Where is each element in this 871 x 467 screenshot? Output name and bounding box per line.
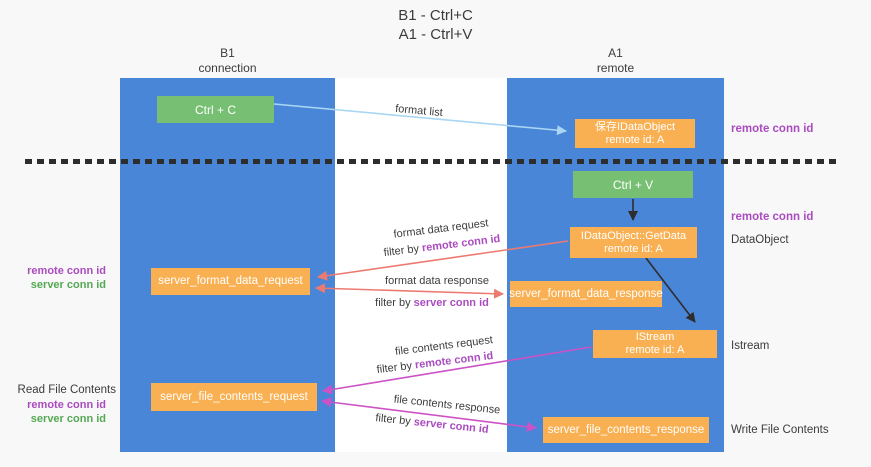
node-server-format-data-request-label: server_format_data_request	[158, 275, 303, 287]
node-istream-line1: IStream	[635, 331, 675, 343]
label-left-server-conn-id-1: server conn id	[30, 279, 106, 291]
lane-a1-role: remote	[596, 61, 635, 75]
lane-header-b1: B1 connection	[120, 46, 335, 76]
lane-b1-name: B1	[220, 46, 235, 60]
diagram-title: B1 - Ctrl+C A1 - Ctrl+V	[0, 6, 871, 44]
node-server-format-data-request: server_format_data_request	[151, 268, 310, 295]
label-block-conn-ids-1: remote conn id server conn id	[10, 264, 106, 292]
node-istream: IStream remote id: A	[593, 330, 717, 358]
node-server-file-contents-request-label: server_file_contents_request	[160, 390, 308, 403]
node-ctrl-c-label: Ctrl + C	[194, 102, 236, 117]
label-block-conn-ids-2: remote conn id server conn id	[10, 398, 106, 426]
lane-a1-name: A1	[608, 46, 623, 60]
label-read-file-contents: Read File Contents	[17, 384, 116, 396]
label-remote-conn-id-top: remote conn id	[731, 123, 814, 135]
arrow-label-filter-server-1: filter by server conn id	[375, 297, 489, 309]
label-write-file-contents: Write File Contents	[731, 424, 829, 436]
node-save-idataobject: 保存IDataObject remote id: A	[575, 119, 695, 148]
node-save-idataobject-line2: remote id: A	[605, 133, 665, 146]
node-idataobject-getdata: IDataObject::GetData remote id: A	[570, 227, 697, 258]
dashed-session-divider	[25, 159, 839, 164]
label-left-remote-conn-id-1: remote conn id	[27, 265, 106, 277]
label-remote-conn-id-mid: remote conn id	[731, 211, 814, 223]
node-ctrl-v-label: Ctrl + V	[612, 177, 654, 192]
node-ctrl-c: Ctrl + C	[157, 96, 274, 123]
arrow-label-format-data-response: format data response	[385, 275, 489, 287]
filter-by-text-2: filter by	[375, 297, 414, 309]
node-ctrl-v: Ctrl + V	[573, 171, 693, 198]
filter-server-conn-id-1: server conn id	[413, 297, 489, 309]
node-save-idataobject-line1: 保存IDataObject	[594, 120, 676, 133]
node-server-format-data-response: server_format_data_response	[509, 281, 663, 307]
lane-b1-role: connection	[198, 61, 257, 75]
title-line-1: B1 - Ctrl+C	[398, 7, 473, 24]
label-dataobject: DataObject	[731, 234, 789, 246]
node-getdata-line1: IDataObject::GetData	[580, 229, 687, 242]
node-getdata-line2: remote id: A	[604, 242, 663, 255]
node-server-file-contents-request: server_file_contents_request	[151, 383, 317, 411]
node-istream-line2: remote id: A	[625, 344, 685, 356]
label-left-remote-conn-id-2: remote conn id	[27, 399, 106, 411]
lane-header-a1: A1 remote	[507, 46, 724, 76]
node-server-format-data-response-label: server_format_data_response	[509, 287, 663, 300]
node-server-file-contents-response: server_file_contents_response	[543, 417, 709, 443]
node-server-file-contents-response-label: server_file_contents_response	[547, 423, 705, 436]
label-left-server-conn-id-2: server conn id	[30, 413, 106, 425]
label-istream: Istream	[731, 340, 770, 352]
title-line-2: A1 - Ctrl+V	[398, 26, 473, 43]
